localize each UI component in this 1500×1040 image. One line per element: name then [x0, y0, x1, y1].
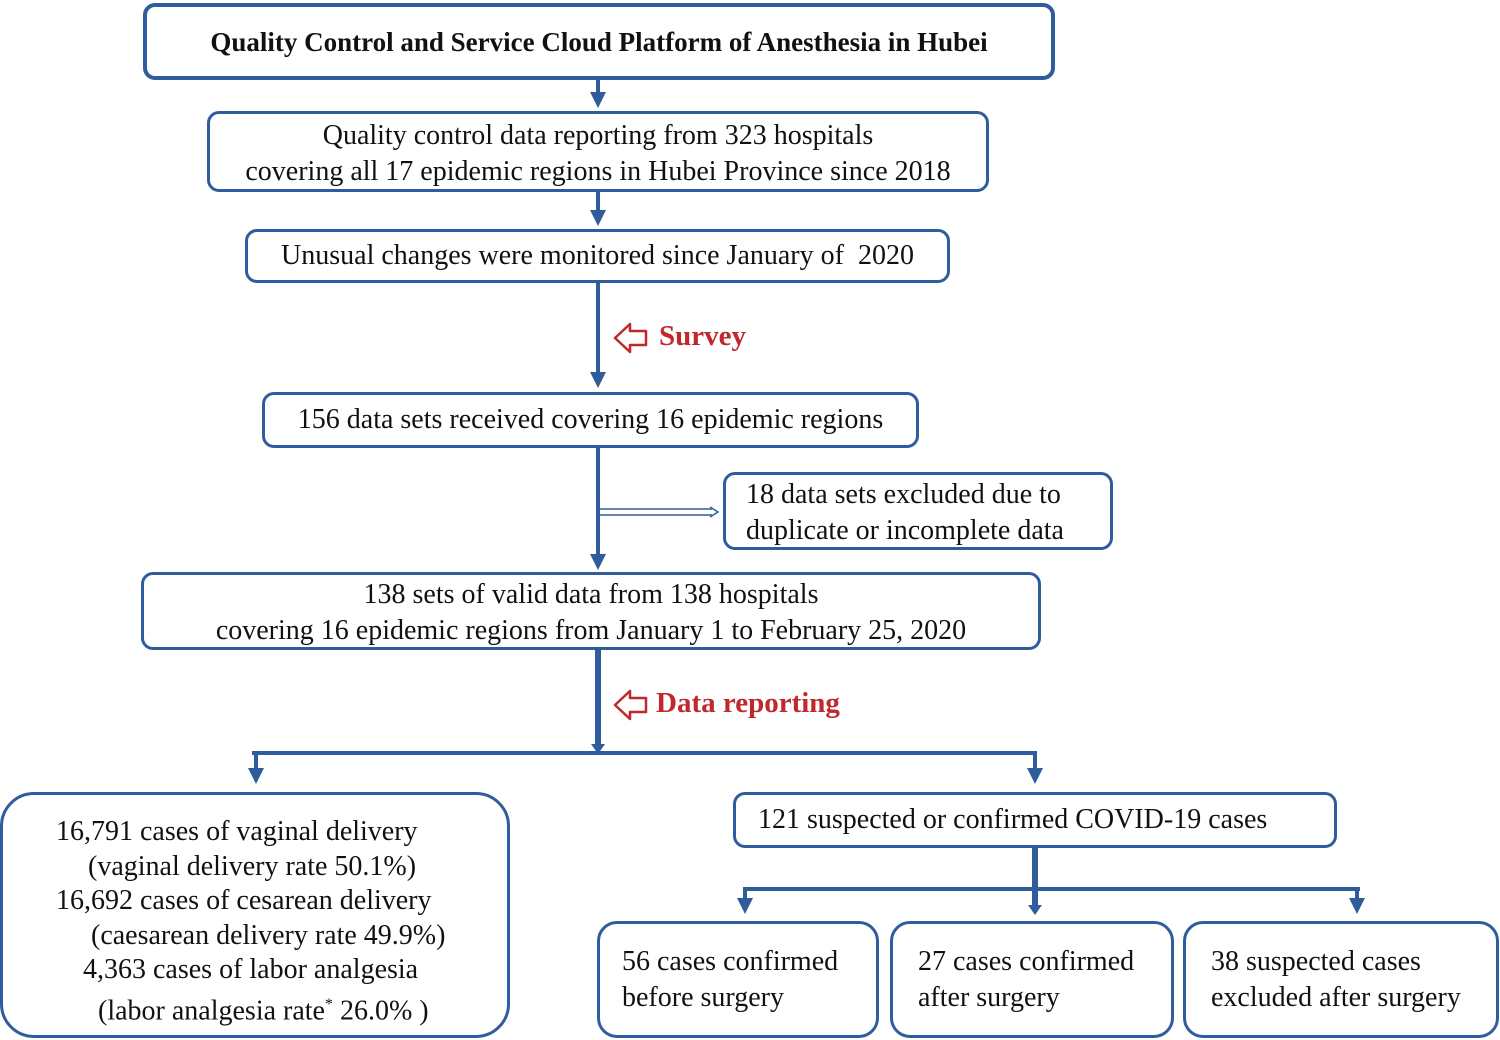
deliveries-box: 16,791 cases of vaginal delivery (vagina… [0, 792, 510, 1038]
outcome-excluded-line-2: excluded after surgery [1211, 982, 1461, 1013]
outcome-excluded-line-1: 38 suspected cases [1211, 946, 1421, 977]
cesarean-delivery-rate: (caesarean delivery rate 49.9%) [91, 919, 446, 951]
labor-rate-suffix: 26.0% ) [332, 994, 429, 1026]
excluded-line-1: 18 data sets excluded due to [746, 479, 1061, 510]
survey-label: Survey [659, 320, 746, 352]
reporting-line-2: covering all 17 epidemic regions in Hube… [245, 156, 951, 187]
arrow-exclusion-head [709, 506, 720, 518]
data-reporting-arrow-icon [613, 689, 648, 721]
page-title: Quality Control and Service Cloud Platfo… [210, 27, 988, 57]
valid-data-box: 138 sets of valid data from 138 hospital… [141, 572, 1041, 650]
excluded-line-2: duplicate or incomplete data [746, 515, 1064, 546]
valid-line-1: 138 sets of valid data from 138 hospital… [363, 579, 819, 610]
arrow-valid-split-head [591, 744, 605, 754]
outcome-before-surgery-box: 56 cases confirmed before surgery [597, 921, 879, 1038]
labor-rate-prefix: (labor analgesia rate [98, 994, 325, 1026]
labor-analgesia-count: 4,363 cases of labor analgesia [83, 954, 419, 985]
received-text: 156 data sets received covering 16 epide… [297, 404, 884, 435]
labor-analgesia-rate: (labor analgesia rate* 26.0% ) [3, 988, 507, 1029]
arrow-covid-center-head [1028, 905, 1042, 915]
covid-cases-text: 121 suspected or confirmed COVID-19 case… [758, 804, 1268, 835]
survey-arrow-icon [613, 322, 648, 354]
outcome-after-line-1: 27 cases confirmed [918, 946, 1135, 977]
cesarean-delivery-count: 16,692 cases of cesarean delivery [56, 885, 432, 916]
outcome-after-surgery-box: 27 cases confirmed after surgery [890, 921, 1174, 1038]
monitoring-box: Unusual changes were monitored since Jan… [245, 229, 950, 283]
received-box: 156 data sets received covering 16 epide… [262, 392, 919, 448]
title-box: Quality Control and Service Cloud Platfo… [143, 3, 1055, 80]
valid-line-2: covering 16 epidemic regions from Januar… [215, 615, 967, 646]
labor-rate-footnote-mark: * [324, 995, 333, 1013]
monitoring-text: Unusual changes were monitored since Jan… [281, 240, 914, 271]
vaginal-delivery-count: 16,791 cases of vaginal delivery [56, 816, 418, 847]
covid-cases-box: 121 suspected or confirmed COVID-19 case… [733, 792, 1337, 848]
outcome-before-line-1: 56 cases confirmed [622, 946, 839, 977]
reporting-line-1: Quality control data reporting from 323 … [322, 120, 874, 151]
outcome-excluded-box: 38 suspected cases excluded after surger… [1183, 921, 1499, 1038]
reporting-box: Quality control data reporting from 323 … [207, 111, 989, 192]
excluded-box: 18 data sets excluded due to duplicate o… [723, 472, 1113, 550]
vaginal-delivery-rate: (vaginal delivery rate 50.1%) [88, 850, 417, 882]
outcome-before-line-2: before surgery [622, 982, 784, 1013]
data-reporting-label: Data reporting [656, 687, 840, 719]
outcome-after-line-2: after surgery [918, 982, 1060, 1013]
